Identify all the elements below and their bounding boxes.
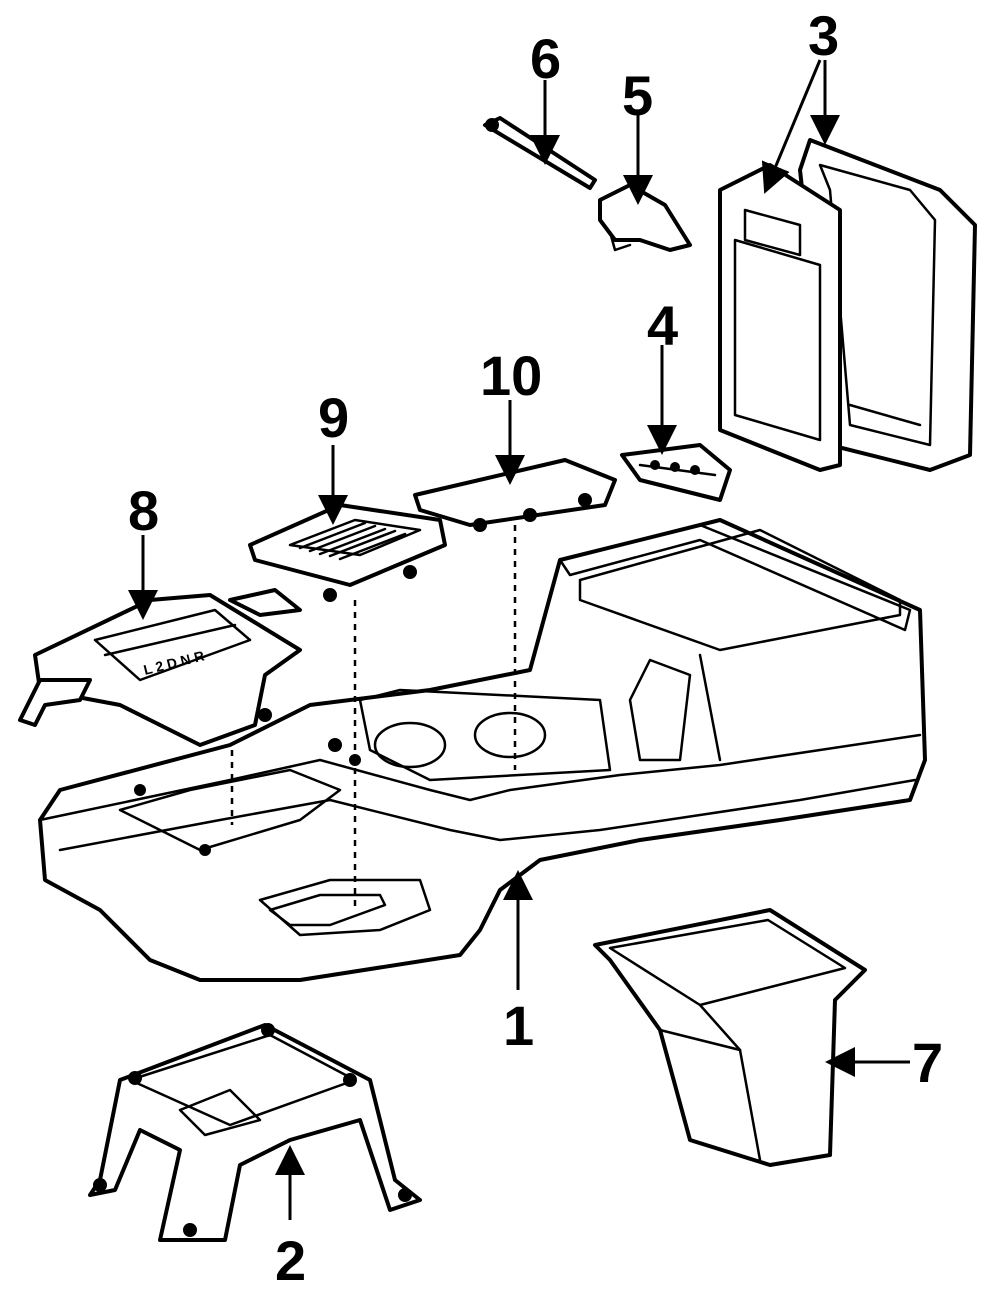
storage-bin <box>593 908 867 1167</box>
callout-7: 7 <box>912 1031 943 1094</box>
callout-3: 3 <box>808 4 839 67</box>
console-lid <box>718 138 977 472</box>
vent-grille <box>248 503 447 602</box>
rod <box>483 116 597 190</box>
callout-2: 2 <box>275 1229 306 1292</box>
callout-1: 1 <box>503 994 534 1057</box>
callout-5: 5 <box>622 64 653 127</box>
cover-plate <box>413 458 617 532</box>
console-bracket <box>88 1023 422 1242</box>
callout-10: 10 <box>480 344 542 407</box>
console-body <box>38 518 927 982</box>
callout-6: 6 <box>530 27 561 90</box>
leader-lines <box>128 59 910 1220</box>
callout-9: 9 <box>318 386 349 449</box>
assembly-lines <box>230 525 517 910</box>
shifter-bezel: L 2 D N R <box>18 588 302 747</box>
hinge <box>620 443 732 502</box>
callout-labels: 1 2 3 4 5 6 7 8 9 10 <box>128 4 943 1292</box>
callout-8: 8 <box>128 479 159 542</box>
latch <box>598 183 692 252</box>
callout-4: 4 <box>647 294 678 357</box>
